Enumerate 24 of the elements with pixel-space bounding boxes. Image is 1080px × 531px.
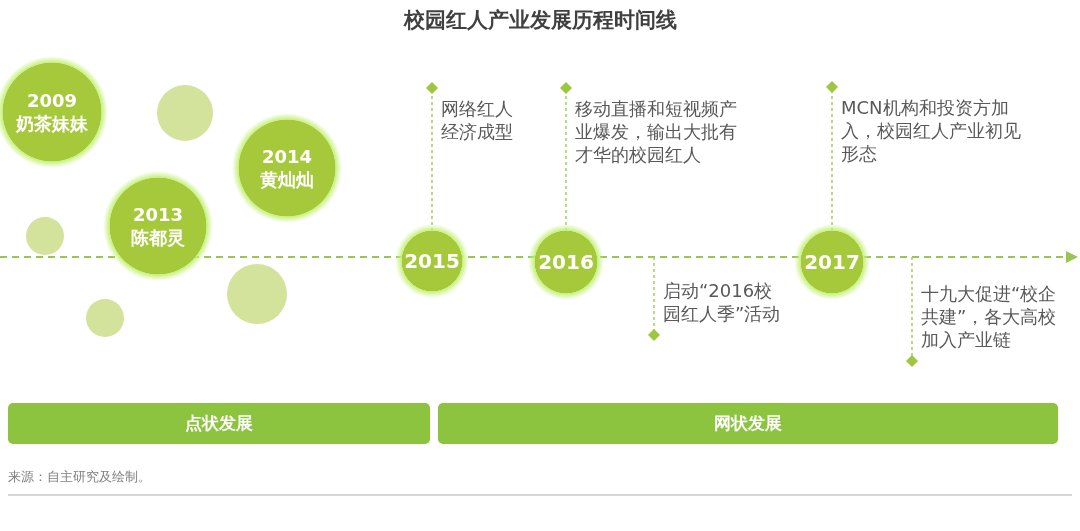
phase-bar: 点状发展 [8, 403, 430, 444]
name-label: 陈都灵 [131, 226, 185, 250]
phase-bar: 网状发展 [438, 403, 1058, 444]
plain-bubble [26, 217, 64, 255]
event-note: 网络红人经济成型 [441, 97, 525, 143]
plain-bubble [227, 264, 287, 324]
event-note: 启动“2016校园红人季”活动 [663, 279, 781, 325]
leader-line [648, 256, 660, 341]
year-label: 2014 [261, 144, 313, 168]
year-label: 2013 [132, 202, 184, 226]
source-note: 来源：自主研究及绘制。 [8, 468, 151, 486]
year-marker: 2017 [794, 224, 870, 300]
event-note: 十九大促进“校企共建”，各大高校加入产业链 [921, 282, 1059, 351]
year-marker: 2016 [528, 224, 604, 300]
year-label: 2009 [26, 88, 78, 112]
plain-bubble [86, 299, 124, 337]
year-marker: 2015 [395, 224, 469, 298]
event-note: 移动直播和短视频产业爆发，输出大批有才华的校园红人 [575, 97, 747, 166]
diagram-title: 校园红人产业发展历程时间线 [402, 7, 678, 34]
event-note: MCN机构和投资方加入，校园红人产业初见形态 [841, 96, 1033, 165]
name-label: 奶茶妹妹 [16, 112, 88, 136]
name-label: 黄灿灿 [260, 168, 314, 192]
plain-bubble [157, 85, 213, 141]
leader-line [906, 256, 918, 367]
